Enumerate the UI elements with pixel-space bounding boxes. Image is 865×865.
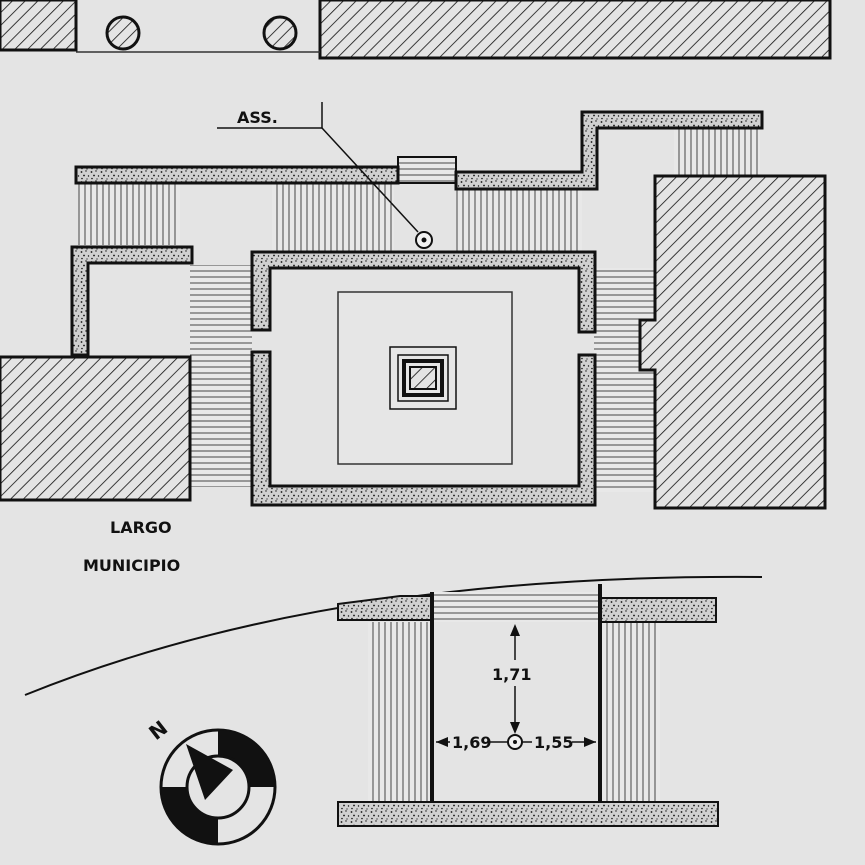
compass-needle — [186, 744, 233, 800]
right-building — [638, 174, 827, 510]
dim-vertical-label: 1,71 — [492, 665, 531, 684]
reference-point-dot — [421, 237, 427, 243]
square-name-line1: LARGO — [110, 518, 172, 537]
dim-right-label-bg — [532, 730, 572, 754]
dim-left-arrow — [436, 737, 448, 747]
stair-top-center — [397, 156, 457, 184]
enclosure-wall-top — [250, 250, 597, 334]
detail-plan: 1,71 1,69 1,55 N — [24, 575, 763, 846]
top-left-building — [0, 0, 78, 52]
detail-column-left — [368, 622, 430, 802]
stair-right-mid — [594, 268, 656, 492]
dim-vertical-arrow-top — [510, 624, 520, 636]
detail-top-wall-right — [599, 597, 717, 623]
top-wall-right — [454, 110, 764, 191]
stair-upper-4 — [674, 128, 760, 176]
detail-opening — [432, 592, 600, 622]
left-room-wall — [70, 245, 194, 357]
inner-square-frame — [389, 346, 457, 410]
inner-square-ring — [397, 354, 449, 402]
top-column-right — [262, 15, 298, 51]
top-column-left — [105, 15, 141, 51]
detail-bottom-wall — [337, 801, 719, 827]
enclosure-wall-bottom — [250, 350, 597, 507]
dim-right-label: 1,55 — [534, 733, 573, 752]
stair-left-mid — [190, 265, 252, 487]
top-wall — [74, 165, 400, 185]
stair-upper-2 — [272, 183, 394, 251]
ass-pointer-line — [321, 127, 419, 233]
inner-square-hatch — [409, 366, 437, 390]
north-compass-icon: N — [144, 716, 277, 846]
dim-right-arrow — [584, 737, 596, 747]
left-building — [0, 355, 192, 502]
dim-left-label-bg — [450, 730, 490, 754]
stair-upper-1 — [78, 183, 180, 245]
stair-upper-3 — [456, 188, 582, 251]
detail-point-dot — [513, 740, 517, 744]
top-strip — [0, 0, 832, 60]
dim-vertical-label-bg — [490, 660, 528, 686]
dim-vertical-arrow-bottom — [510, 722, 520, 734]
reference-point-label: ASS. — [237, 108, 278, 127]
top-right-building — [318, 0, 832, 60]
detail-column-right — [602, 622, 660, 802]
dim-left-label: 1,69 — [452, 733, 491, 752]
main-plan: ASS. LARGO MUNICIPIO — [0, 102, 827, 575]
compass-north-label: N — [144, 716, 172, 745]
square-name-line2: MUNICIPIO — [83, 556, 180, 575]
detail-top-wall-left — [337, 595, 433, 621]
